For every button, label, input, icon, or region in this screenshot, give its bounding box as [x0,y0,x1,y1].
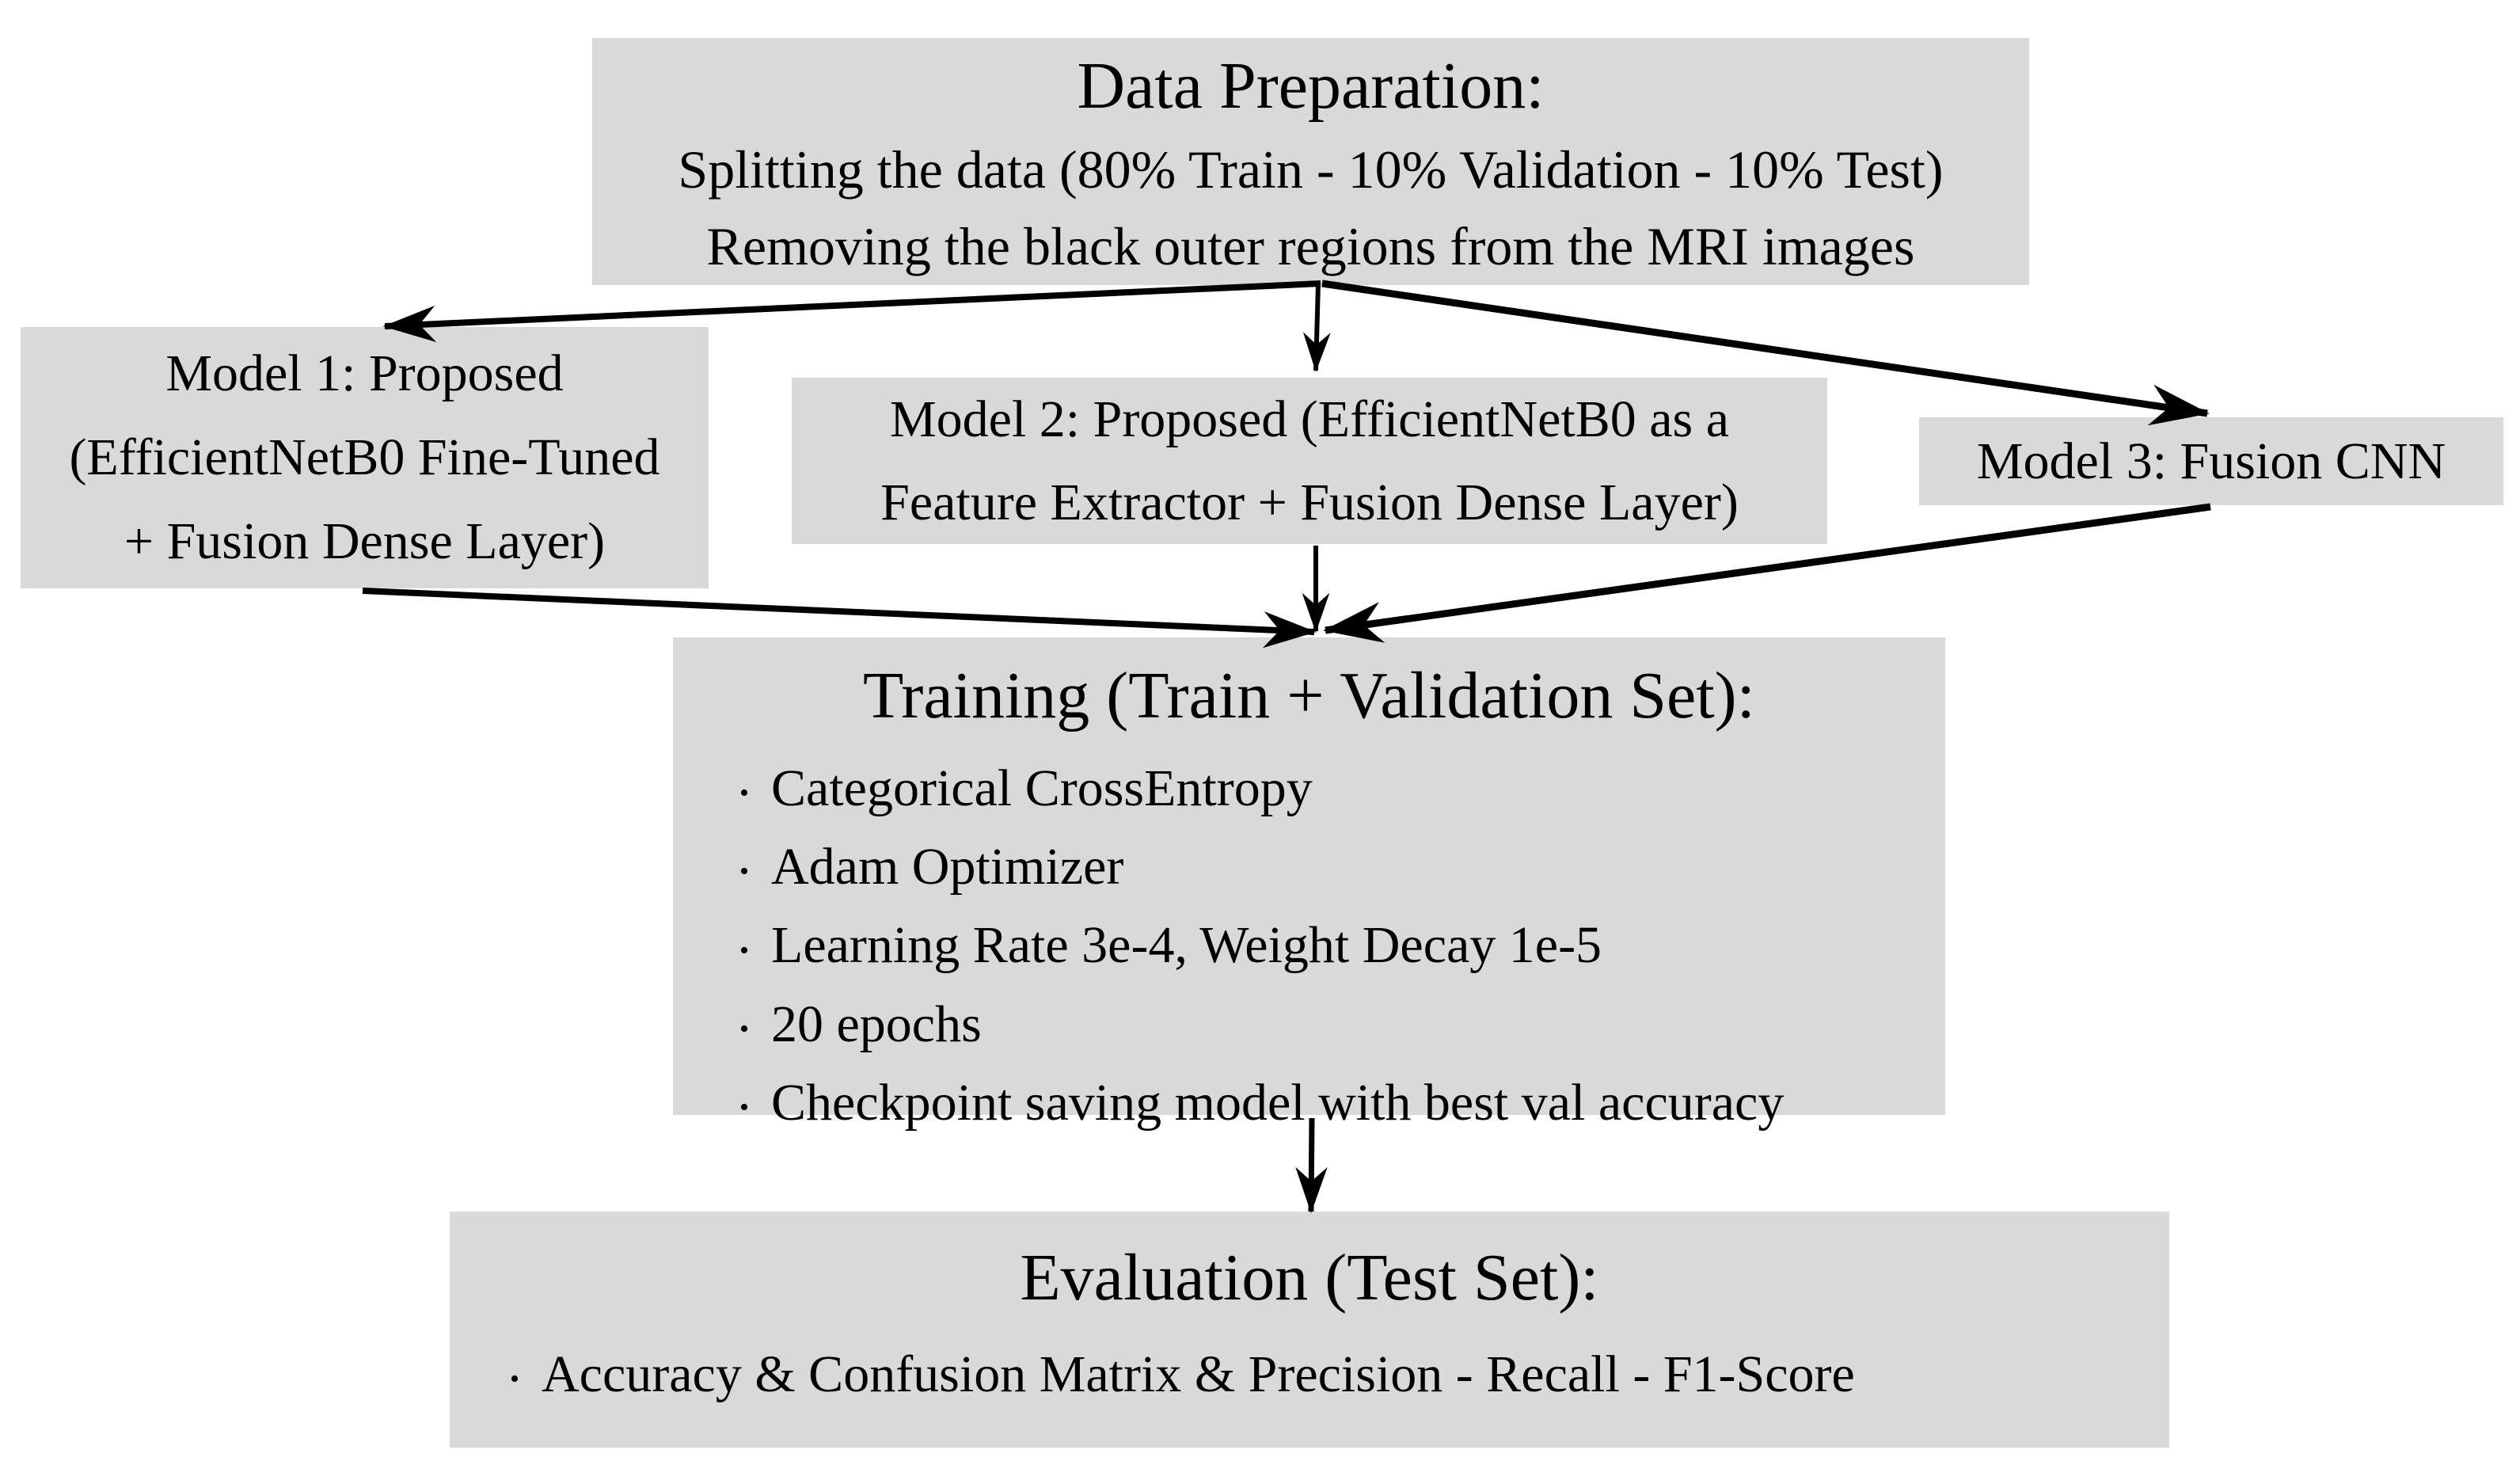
bullet-icon: • [739,1092,750,1123]
box-model-2: Model 2: Proposed (EfficientNetB0 as a F… [792,378,1827,544]
evaluation-bullet-1-text: Accuracy & Confusion Matrix & Precision … [542,1345,1855,1403]
evaluation-bullet-1: • Accuracy & Confusion Matrix & Precision… [450,1335,2169,1418]
bullet-icon: • [739,934,750,965]
box-model-3: Model 3: Fusion CNN [1919,417,2503,505]
training-title: Training (Train + Validation Set): [863,659,1755,732]
training-bullet-3-text: Learning Rate 3e-4, Weight Decay 1e-5 [771,916,1602,975]
data-preparation-line-1: Splitting the data (80% Train - 10% Vali… [678,139,1944,200]
training-bullet-4-text: 20 epochs [771,995,982,1053]
bullet-icon: • [739,1013,750,1044]
evaluation-title: Evaluation (Test Set): [1020,1241,1599,1314]
model-1-line-1: Model 1: Proposed [165,344,564,402]
bullet-icon: • [739,778,750,808]
data-preparation-line-2: Removing the black outer regions from th… [706,216,1915,276]
model-2-line-2: Feature Extractor + Fusion Dense Layer) [880,474,1739,531]
bullet-icon: • [739,856,750,887]
model-1-line-3: + Fusion Dense Layer) [124,512,606,570]
box-evaluation: Evaluation (Test Set): • Accuracy & Confu… [450,1212,2169,1448]
training-bullet-4: • 20 epochs [673,987,1945,1066]
training-bullet-3: • Learning Rate 3e-4, Weight Decay 1e-5 [673,908,1945,987]
training-bullet-5: • Checkpoint saving model with best val a… [673,1066,1945,1144]
model-2-line-1: Model 2: Proposed (EfficientNetB0 as a [889,390,1730,448]
arrow-dataprep-to-model2 [1302,283,1331,372]
training-bullet-1: • Categorical CrossEntropy [673,751,1945,830]
arrow-model1-to-training [362,588,1317,649]
training-bullet-2-text: Adam Optimizer [771,838,1124,896]
bullet-icon: • [510,1364,520,1394]
evaluation-bullet-list: • Accuracy & Confusion Matrix & Precision… [450,1335,2169,1418]
model-1-line-2: (EfficientNetB0 Fine-Tuned [69,428,660,486]
box-data-preparation: Data Preparation: Splitting the data (80… [592,38,2029,285]
training-bullet-1-text: Categorical CrossEntropy [771,759,1313,817]
box-model-1: Model 1: Proposed (EfficientNetB0 Fine-T… [21,327,709,588]
box-training: Training (Train + Validation Set): • Cate… [673,637,1945,1132]
training-bullet-list: • Categorical CrossEntropy • Adam Optimize… [673,751,1945,1144]
data-preparation-title: Data Preparation: [1077,49,1545,123]
arrow-dataprep-to-model1 [382,280,1321,343]
model-3-line-1: Model 3: Fusion CNN [1976,432,2446,490]
training-bullet-5-text: Checkpoint saving model with best val ac… [771,1073,1785,1132]
training-bullet-2: • Adam Optimizer [673,830,1945,908]
